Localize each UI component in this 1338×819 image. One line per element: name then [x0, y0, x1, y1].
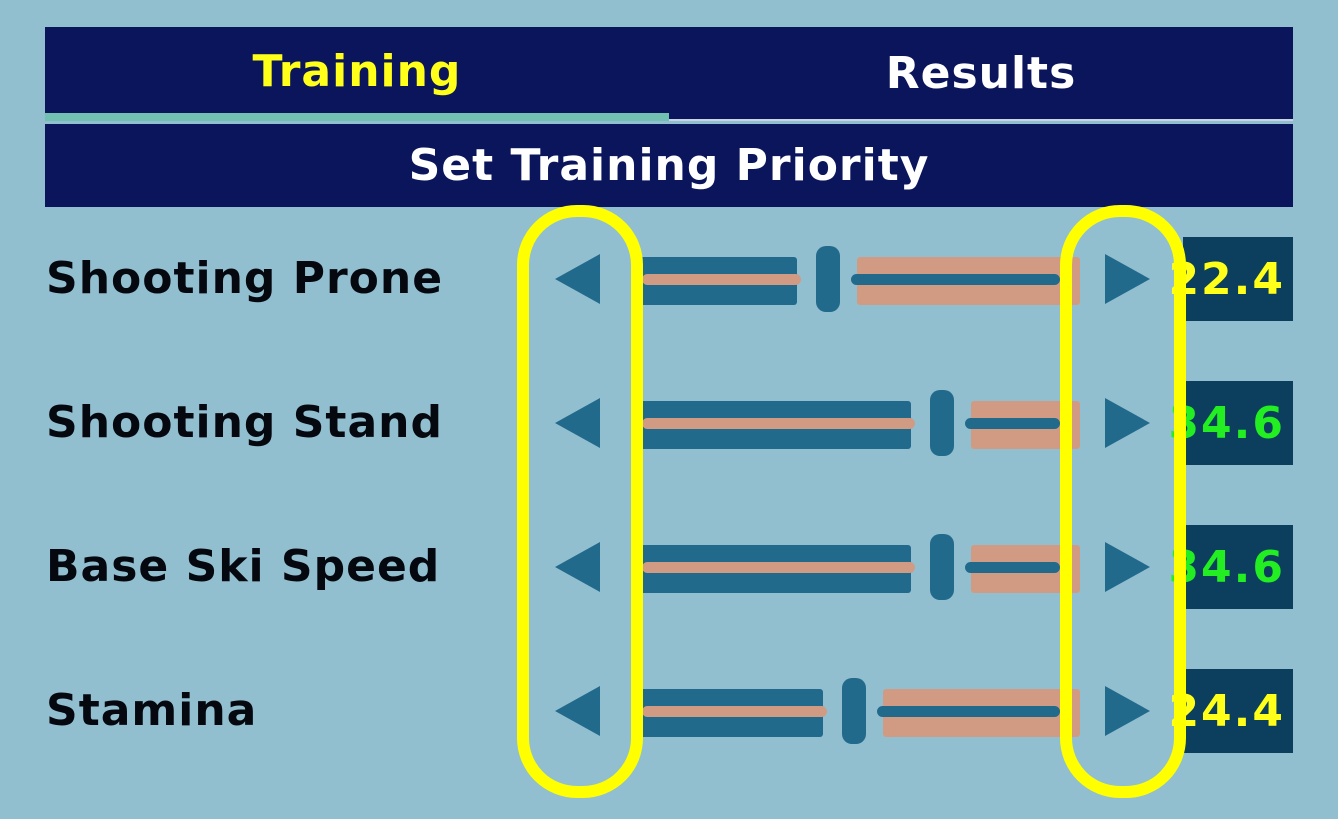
slider-handle[interactable]	[930, 534, 954, 600]
decrease-button[interactable]	[553, 686, 603, 736]
decrease-button[interactable]	[553, 254, 603, 304]
increase-button[interactable]	[1102, 398, 1152, 448]
triangle-left-icon	[555, 398, 600, 448]
slider-fill-line	[642, 562, 915, 573]
training-row-label: Shooting Stand	[46, 397, 443, 448]
slider-handle[interactable]	[930, 390, 954, 456]
tab-bar: Training Results	[45, 27, 1293, 121]
training-row: Shooting Prone 22.4	[0, 237, 1338, 321]
slider-fill-line	[642, 274, 801, 285]
increase-button[interactable]	[1102, 542, 1152, 592]
training-row: Shooting Stand 34.6	[0, 381, 1338, 465]
priority-value: 34.6	[1168, 525, 1293, 609]
priority-slider[interactable]	[640, 381, 1080, 465]
slider-fill-line	[642, 706, 827, 717]
training-row: Base Ski Speed 34.6	[0, 525, 1338, 609]
priority-slider[interactable]	[640, 669, 1080, 753]
triangle-left-icon	[555, 686, 600, 736]
priority-value: 24.4	[1168, 669, 1293, 753]
tab-results[interactable]: Results	[669, 27, 1293, 121]
triangle-left-icon	[555, 254, 600, 304]
slider-remaining-line	[965, 562, 1060, 573]
slider-remaining-line	[851, 274, 1060, 285]
section-title: Set Training Priority	[45, 124, 1293, 207]
training-row-label: Base Ski Speed	[46, 541, 441, 592]
triangle-left-icon	[555, 542, 600, 592]
slider-handle[interactable]	[816, 246, 840, 312]
priority-value: 34.6	[1168, 381, 1293, 465]
triangle-right-icon	[1105, 686, 1150, 736]
priority-value: 22.4	[1168, 237, 1293, 321]
priority-slider[interactable]	[640, 237, 1080, 321]
slider-remaining-line	[877, 706, 1060, 717]
slider-fill-line	[642, 418, 915, 429]
decrease-button[interactable]	[553, 398, 603, 448]
increase-button[interactable]	[1102, 686, 1152, 736]
decrease-button[interactable]	[553, 542, 603, 592]
training-row-label: Stamina	[46, 685, 258, 736]
triangle-right-icon	[1105, 398, 1150, 448]
triangle-right-icon	[1105, 254, 1150, 304]
triangle-right-icon	[1105, 542, 1150, 592]
slider-handle[interactable]	[842, 678, 866, 744]
increase-button[interactable]	[1102, 254, 1152, 304]
slider-remaining-line	[965, 418, 1060, 429]
tab-training[interactable]: Training	[45, 27, 669, 121]
training-row-label: Shooting Prone	[46, 253, 444, 304]
training-row: Stamina 24.4	[0, 669, 1338, 753]
priority-slider[interactable]	[640, 525, 1080, 609]
